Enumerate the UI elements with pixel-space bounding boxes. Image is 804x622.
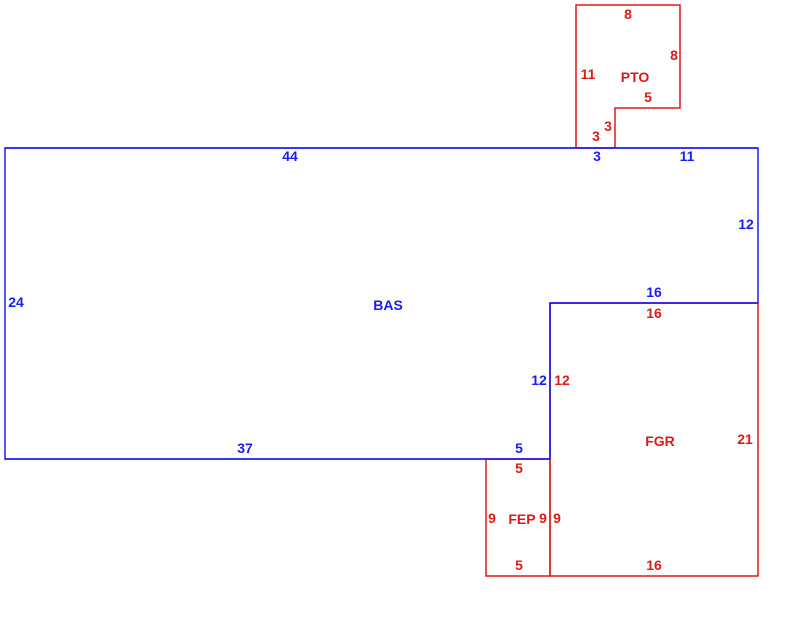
bas-dim-top-left: 44 <box>282 148 298 164</box>
fep-dim-top: 5 <box>515 460 523 476</box>
pto-dim-bottom: 5 <box>644 89 652 105</box>
fgr-dim-bottom: 16 <box>646 557 662 573</box>
fep-dim-left: 9 <box>488 510 496 526</box>
pto-dim-notch-side: 3 <box>604 118 612 134</box>
pto-dim-left: 11 <box>581 66 596 82</box>
fgr-dim-left: 12 <box>554 372 570 388</box>
fep-dim-bottom: 5 <box>515 557 523 573</box>
fgr-dim-right: 21 <box>737 431 753 447</box>
bas-dim-right-upper: 12 <box>738 216 754 232</box>
fep-area-label: FEP <box>508 511 535 527</box>
bas-dim-step-side: 12 <box>531 372 547 388</box>
bas-dim-top-mid: 3 <box>593 148 601 164</box>
fep-dim-right: 9 <box>539 510 547 526</box>
pto-area-label: PTO <box>621 69 650 85</box>
bas-dim-left: 24 <box>8 294 24 310</box>
fgr-dim-left-lower: 9 <box>553 510 561 526</box>
bas-dim-top-right: 11 <box>680 148 695 164</box>
fgr-dim-top: 16 <box>646 305 662 321</box>
bas-dim-step-top: 16 <box>646 284 662 300</box>
bas-area-label: BAS <box>373 297 403 313</box>
pto-dim-top: 8 <box>624 6 632 22</box>
bas-dim-bottom-step: 5 <box>515 440 523 456</box>
pto-dim-notch-bottom: 3 <box>592 128 600 144</box>
pto-dim-right: 8 <box>670 47 678 63</box>
bas-dim-bottom: 37 <box>237 440 253 456</box>
fgr-area-label: FGR <box>645 433 675 449</box>
